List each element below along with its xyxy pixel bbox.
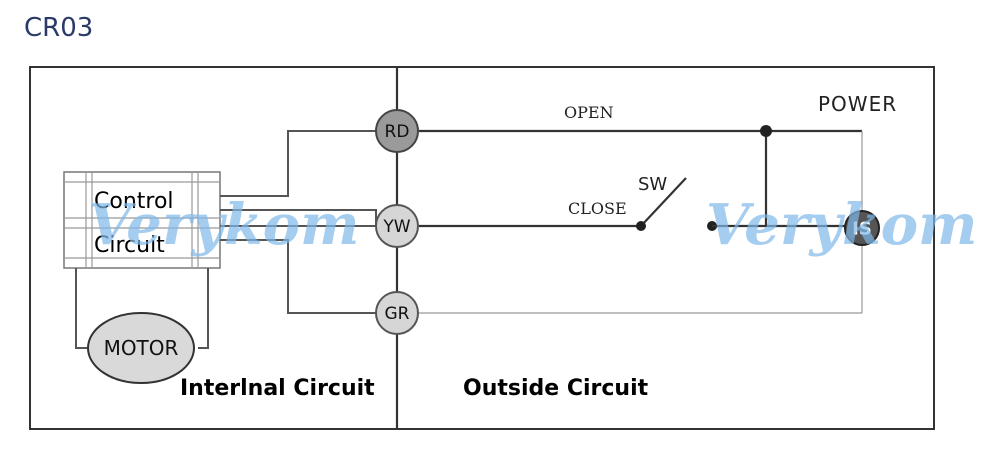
internal-circuit-label: Interlnal Circuit: [180, 376, 375, 401]
terminal-gr-label: GR: [385, 304, 410, 324]
motor-label: MOTOR: [104, 336, 179, 360]
control-label-line2: Circuit: [94, 233, 165, 258]
sw-label: SW: [638, 174, 667, 195]
terminal-rd: RD: [375, 109, 419, 153]
open-label: OPEN: [564, 103, 614, 122]
motor-wire-right: [198, 268, 209, 349]
switch-contact-left: [636, 221, 646, 231]
control-label-line1: Control: [94, 189, 174, 214]
terminal-yw: YW: [375, 204, 419, 248]
terminal-gr: GR: [375, 291, 419, 335]
terminal-rd-label: RD: [385, 122, 410, 142]
close-label: CLOSE: [568, 199, 627, 218]
diagram-title: CR03: [24, 13, 93, 43]
control-circuit-module: Control Circuit: [63, 171, 221, 269]
terminal-is-label: IS: [852, 219, 872, 240]
outside-circuit-label: Outside Circuit: [463, 376, 649, 401]
power-label: POWER: [818, 92, 897, 116]
motor: MOTOR: [87, 312, 195, 384]
watermark-right: Verykom: [706, 192, 977, 258]
wire-to-rd: [220, 130, 376, 197]
outer-frame: [29, 66, 935, 430]
terminal-yw-label: YW: [382, 217, 410, 237]
wire-to-gr: [220, 239, 376, 314]
switch-lever: [640, 177, 687, 227]
terminal-is: IS: [844, 210, 880, 246]
junction-dot: [760, 125, 772, 137]
watermark-left: Verykom: [88, 192, 359, 258]
